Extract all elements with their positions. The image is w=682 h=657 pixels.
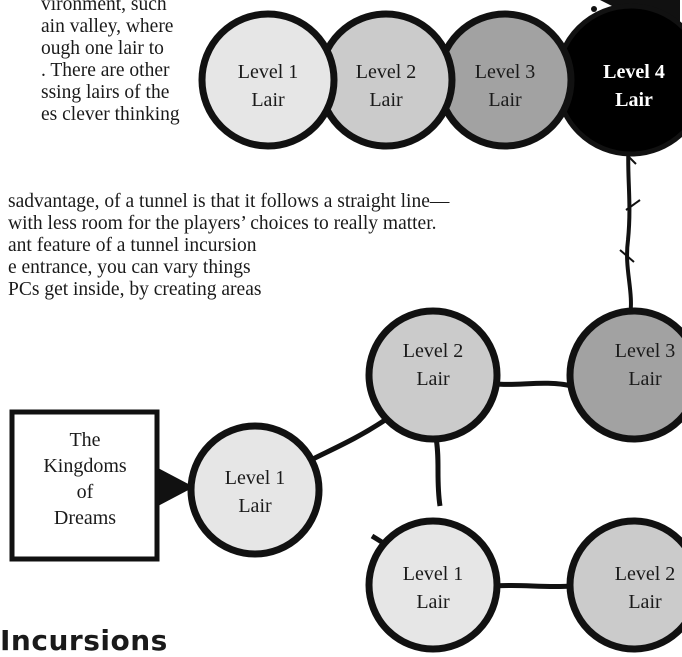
branch-node-level2-top <box>365 307 501 443</box>
branch-node-level1-first <box>187 422 323 558</box>
branch-node-label: Level 1 <box>225 467 286 489</box>
tunnel-node-label: Level 3 <box>475 61 536 83</box>
branch-diagram: The Kingdoms of Dreams Level 1 Lair Leve… <box>9 307 682 653</box>
entrance-label: of <box>77 481 94 503</box>
branch-connector <box>495 582 573 590</box>
tunnel-node-label: Lair <box>615 89 653 111</box>
body-text-line: ain valley, where <box>41 16 174 37</box>
section-heading: Incursions <box>0 624 168 657</box>
body-text-line: vironment, such <box>41 0 167 15</box>
branch-node-label: Lair <box>416 368 450 390</box>
tunnel-node-label: Level 4 <box>603 61 665 83</box>
branch-node-label: Level 3 <box>615 340 676 362</box>
branch-connector <box>495 380 573 389</box>
tunnel-node-label: Lair <box>488 89 522 111</box>
entrance-label: Kingdoms <box>43 455 127 477</box>
body-text-line: PCs get inside, by creating areas <box>8 279 262 300</box>
body-text-line: es clever thinking <box>41 104 180 125</box>
branch-node-label: Lair <box>628 368 662 390</box>
tunnel-diagram: Level 1 Lair Level 2 Lair Level 3 Lair L… <box>198 3 682 319</box>
body-text-line: ough one lair to <box>41 38 164 59</box>
branch-node-label: Lair <box>628 591 662 613</box>
entrance-label: Dreams <box>54 507 116 529</box>
tunnel-node-label: Level 2 <box>356 61 417 83</box>
branch-node-level2-bottom <box>566 517 682 653</box>
body-text-line: ssing lairs of the <box>41 82 170 103</box>
body-text-line: with less room for the players’ choices … <box>8 213 437 234</box>
body-text-line: ant feature of a tunnel incursion <box>8 235 257 256</box>
tunnel-node-label: Level 1 <box>238 61 299 83</box>
tunnel-connector <box>625 137 633 319</box>
branch-node-level3 <box>566 307 682 443</box>
entrance-box <box>9 409 160 562</box>
branch-connector <box>303 417 387 466</box>
body-text-line: sadvantage, of a tunnel is that it follo… <box>8 191 450 212</box>
entrance-label: The <box>69 429 100 451</box>
tunnel-node-label: Lair <box>369 89 403 111</box>
branch-node-label: Level 2 <box>403 340 464 362</box>
body-text-line: . There are other <box>41 60 170 81</box>
branch-connector <box>433 437 443 507</box>
branch-node-label: Lair <box>416 591 450 613</box>
branch-node-label: Lair <box>238 495 272 517</box>
branch-node-label: Level 1 <box>403 563 464 585</box>
branch-node-label: Level 2 <box>615 563 676 585</box>
tunnel-node-level1 <box>198 10 338 150</box>
body-text-line: e entrance, you can vary things <box>8 257 251 278</box>
tunnel-node-label: Lair <box>251 89 285 111</box>
branch-node-level1-second <box>365 517 501 653</box>
